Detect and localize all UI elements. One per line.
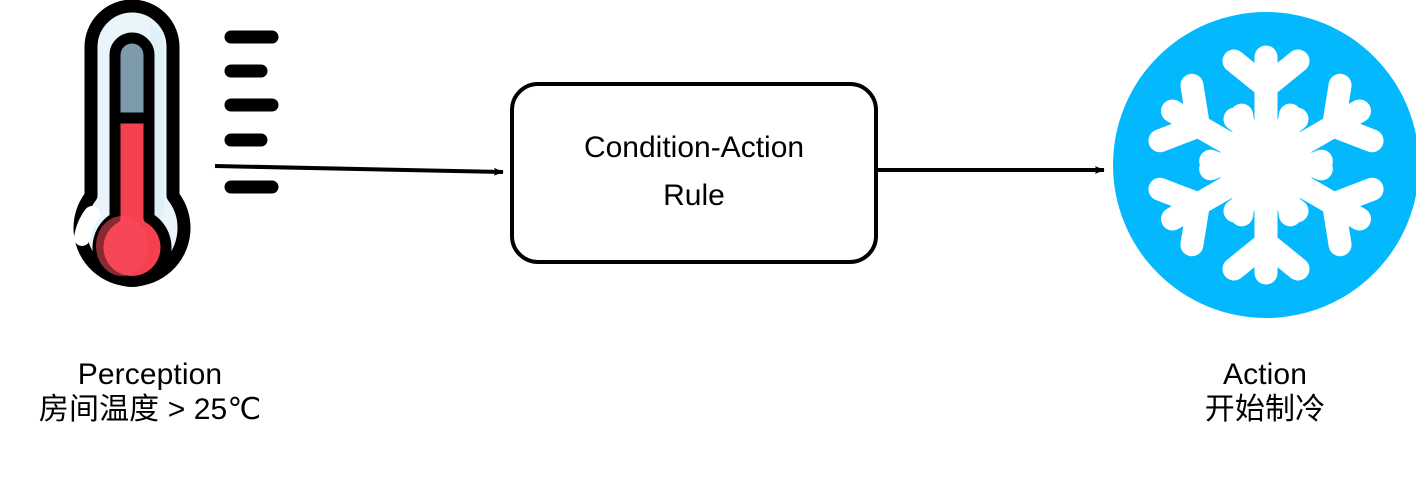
action-label-zh: 开始制冷 bbox=[1204, 393, 1326, 427]
action-label-en: Action bbox=[1223, 358, 1307, 391]
rule-label-line-2: Rule bbox=[663, 179, 725, 212]
perception-caption: Perception 房间温度 > 25℃ bbox=[0, 357, 300, 428]
action-caption: Action 开始制冷 bbox=[1115, 357, 1415, 428]
perception-label-en: Perception bbox=[77, 358, 223, 391]
condition-action-rule-box[interactable] bbox=[510, 82, 878, 264]
rule-label-line-1: Condition-Action bbox=[583, 131, 805, 164]
thermometer-scale-ticks bbox=[224, 30, 279, 194]
thermometer-ring-gap bbox=[74, 206, 100, 246]
perception-label-zh: 房间温度 > 25℃ bbox=[38, 393, 262, 427]
rule-box-label: Condition-Action Rule bbox=[512, 124, 876, 220]
arrow-perception-to-rule bbox=[214, 164, 504, 176]
thermometer-bulb-highlight bbox=[96, 216, 148, 276]
thermometer-icon bbox=[73, 0, 279, 287]
snowflake-icon bbox=[1113, 12, 1416, 318]
snowflake-glyph bbox=[1148, 45, 1384, 285]
thermometer-reservoir bbox=[109, 32, 155, 124]
